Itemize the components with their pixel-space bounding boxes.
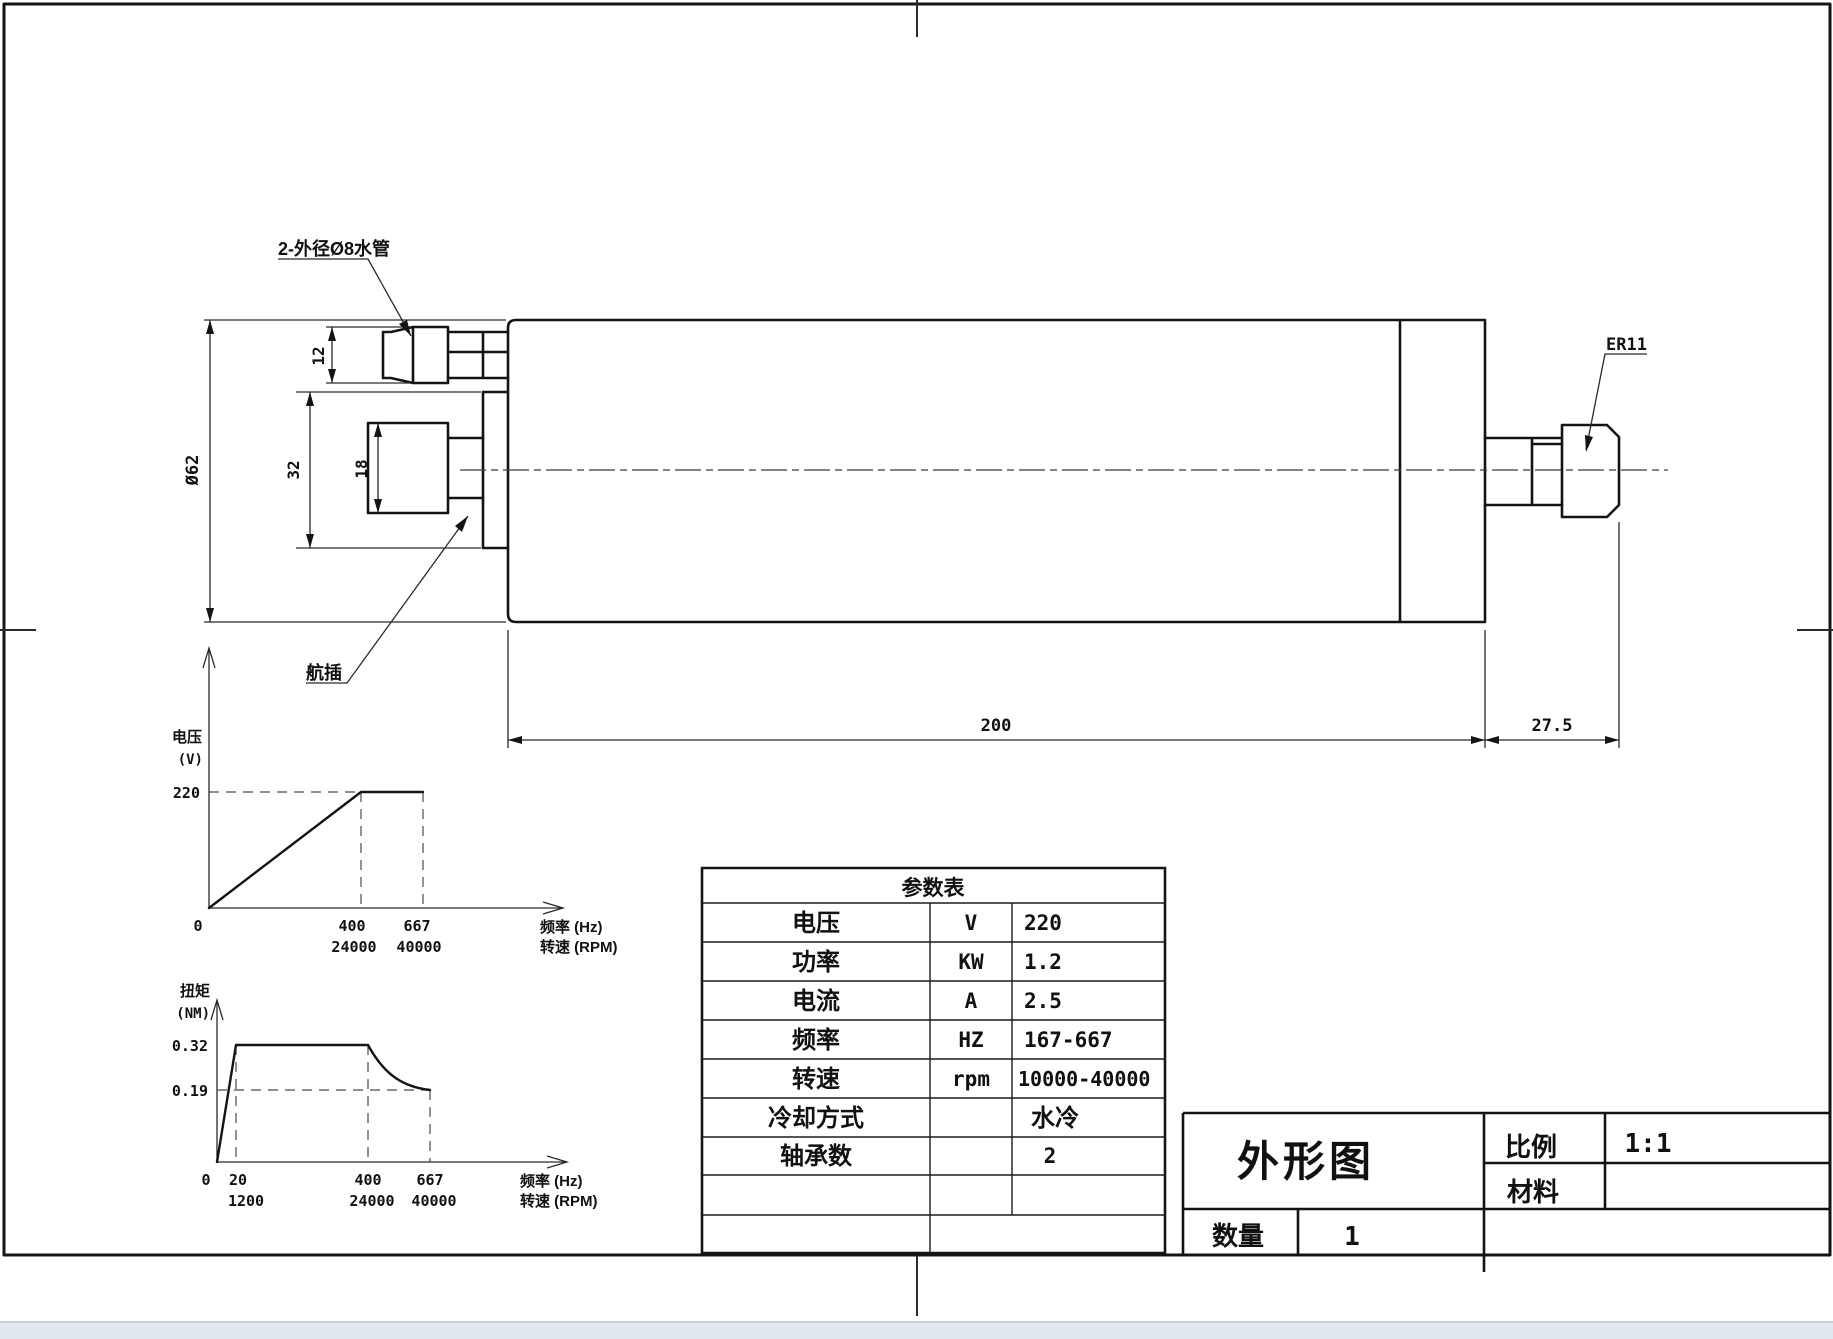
row-name: 频率: [792, 1026, 840, 1054]
er11-label: ER11: [1606, 335, 1647, 355]
voltage-curve: [207, 790, 425, 910]
dim-boss-diameter: 32: [284, 460, 303, 479]
torque-ytick-019: 0.19: [172, 1082, 208, 1100]
voltage-axes: [202, 645, 566, 915]
table-outer-border: [700, 866, 1167, 1255]
voltage-ylabel: 电压: [172, 728, 202, 746]
parameter-table: 参数表 电压 V 220 功率 KW 1.2 电流 A 2.5 频率 HZ 16…: [700, 866, 1167, 1255]
row-name: 轴承数: [780, 1142, 853, 1170]
row-unit: V: [965, 911, 978, 935]
bottom-strip-bar: [0, 1322, 1833, 1339]
voltage-xlabel-hz: 频率 (Hz): [540, 918, 603, 936]
row-value: 水冷: [1031, 1104, 1079, 1132]
spindle-view: [366, 318, 1668, 624]
row-name: 电压: [792, 910, 840, 937]
torque-xlabel-hz: 频率 (Hz): [520, 1172, 583, 1190]
dim-body-length: 200: [981, 716, 1012, 736]
row-value: 1.2: [1024, 950, 1062, 974]
scale-label: 比例: [1505, 1132, 1557, 1162]
torque-xtick-24000: 24000: [349, 1192, 394, 1210]
leader-arrowheads: [399, 320, 1593, 532]
row-name: 冷却方式: [768, 1104, 864, 1132]
row-value: 2.5: [1024, 989, 1062, 1013]
dim-pipe-height: 12: [309, 346, 328, 365]
row-name: 电流: [792, 988, 840, 1015]
table-title: 参数表: [902, 876, 966, 900]
table-row: 轴承数 2: [780, 1142, 1056, 1170]
table-grid-lines: [702, 902, 1165, 1253]
table-row: 功率 KW 1.2: [792, 948, 1062, 976]
dim-shaft-length: 27.5: [1532, 716, 1573, 736]
row-name: 功率: [792, 948, 840, 976]
aviation-plug-label: 航插: [306, 662, 342, 683]
row-unit: KW: [958, 950, 984, 974]
spindle-body-outline: [506, 318, 1487, 624]
voltage-xtick-24000: 24000: [331, 938, 376, 956]
dim-plug-height: 18: [352, 459, 371, 478]
voltage-ytick-220: 220: [173, 784, 200, 802]
row-value: 167-667: [1024, 1028, 1113, 1052]
row-unit: rpm: [952, 1067, 990, 1091]
torque-xtick-667: 667: [416, 1171, 443, 1189]
torque-curve: [215, 1043, 432, 1164]
table-row: 冷却方式 水冷: [768, 1104, 1079, 1132]
voltage-xtick-667: 667: [403, 917, 430, 935]
water-pipe-label: 2-外径Ø8水管: [278, 238, 390, 259]
voltage-xlabel-rpm: 转速 (RPM): [540, 938, 618, 956]
scale-value: 1:1: [1625, 1129, 1672, 1159]
aviation-plug: [366, 421, 485, 515]
table-row: 转速 rpm 10000-40000: [792, 1065, 1150, 1093]
row-name: 转速: [792, 1065, 840, 1093]
torque-xlabel-rpm: 转速 (RPM): [520, 1192, 598, 1210]
voltage-chart: 电压 (V) 220 0 400 667 24000 40000 频率 (Hz)…: [172, 645, 618, 956]
frame-border: [2, 2, 1832, 1257]
voltage-xtick-40000: 40000: [396, 938, 441, 956]
torque-ylabel: 扭矩: [180, 982, 210, 1000]
row-value: 2: [1044, 1144, 1057, 1168]
torque-xtick-1200: 1200: [228, 1192, 264, 1210]
leader-lines: [278, 258, 1647, 684]
title-block-lines: [1181, 1111, 1830, 1272]
table-row: 电压 V 220: [792, 910, 1062, 937]
table-row: 频率 HZ 167-667: [792, 1026, 1113, 1054]
row-unit: A: [965, 989, 978, 1013]
dimension-lines: [204, 319, 1620, 748]
spindle-shaft: [1483, 436, 1564, 507]
torque-xtick-0: 0: [201, 1171, 210, 1189]
torque-xtick-400: 400: [354, 1171, 381, 1189]
table-row: 电流 A 2.5: [792, 988, 1062, 1015]
voltage-reference-lines: [209, 791, 424, 908]
bottom-strip: [0, 1321, 1833, 1339]
voltage-ylabel-unit: (V): [178, 752, 203, 768]
leader-annotations: 2-外径Ø8水管 航插 ER11: [278, 238, 1647, 684]
material-label: 材料: [1507, 1177, 1559, 1207]
voltage-xtick-0: 0: [193, 917, 202, 935]
row-value: 220: [1024, 911, 1062, 935]
torque-ytick-032: 0.32: [172, 1037, 208, 1055]
er11-collet-nut: [1560, 423, 1621, 519]
torque-axes: [210, 997, 570, 1169]
dim-body-diameter: Ø62: [183, 455, 203, 487]
row-value: 10000-40000: [1018, 1067, 1150, 1091]
dimensions: Ø62 12 32 18 200 27.5: [183, 319, 1620, 748]
torque-xtick-20: 20: [229, 1171, 247, 1189]
torque-reference-lines: [217, 1045, 431, 1162]
quantity-label: 数量: [1212, 1221, 1264, 1251]
water-pipe-fitting: [381, 325, 510, 385]
title-block: 外形图 比例 1:1 材料 数量 1: [1181, 1111, 1830, 1272]
torque-xtick-40000: 40000: [411, 1192, 456, 1210]
drawing-title: 外形图: [1237, 1138, 1375, 1185]
row-unit: HZ: [958, 1028, 983, 1052]
quantity-value: 1: [1344, 1222, 1360, 1252]
voltage-xtick-400: 400: [338, 917, 365, 935]
torque-ylabel-unit: (NM): [176, 1006, 210, 1022]
torque-chart: 扭矩 (NM) 0.32 0.19 0 20 400 667 1200 2400…: [172, 982, 598, 1210]
